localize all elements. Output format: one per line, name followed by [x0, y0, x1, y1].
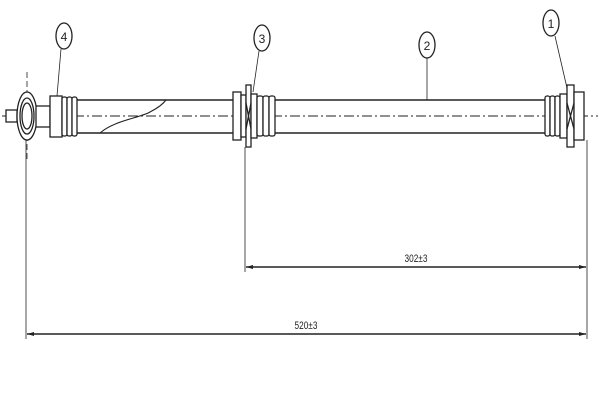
crimp-fitting-3 — [232, 84, 276, 148]
hose-tube — [77, 99, 545, 134]
balloon-label: 3 — [259, 32, 266, 46]
balloon-2: 2 — [418, 31, 436, 100]
dimension-label-520: 520±3 — [295, 320, 318, 332]
extension-lines — [25, 140, 588, 339]
balloon-label: 2 — [424, 39, 431, 53]
dimension-label-302: 302±3 — [405, 253, 428, 265]
balloon-label: 1 — [548, 17, 555, 31]
balloon-label: 4 — [61, 30, 68, 44]
balloon-3: 3 — [252, 24, 271, 93]
dimension-302: 302±3 — [246, 253, 586, 269]
balloon-1: 1 — [542, 9, 568, 89]
balloon-4: 4 — [55, 22, 73, 97]
banjo-fitting — [5, 91, 51, 141]
crimp-fitting-1 — [544, 84, 585, 148]
crimp-fitting-4 — [49, 95, 78, 138]
dimension-520: 520±3 — [27, 320, 586, 336]
